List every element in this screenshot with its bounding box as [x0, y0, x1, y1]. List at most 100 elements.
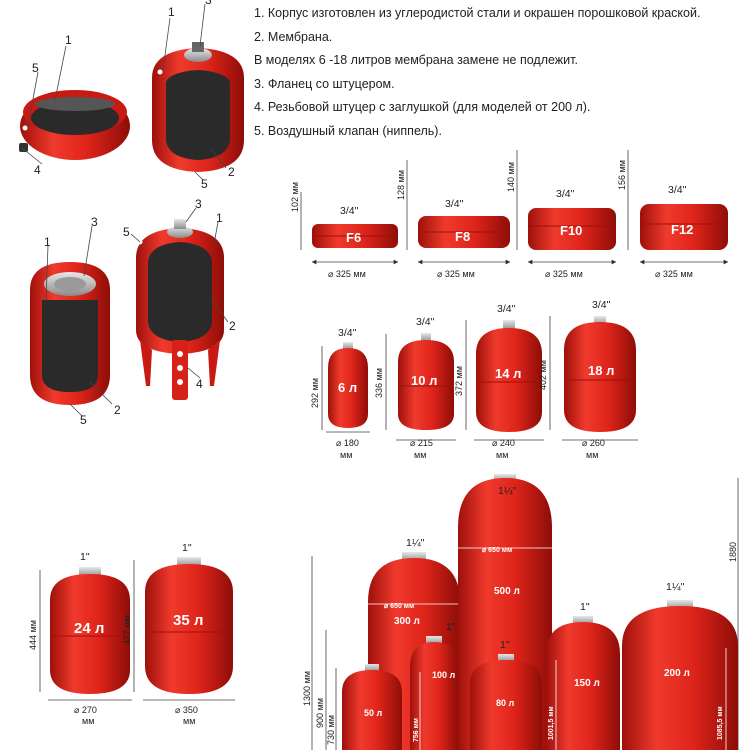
- flat-tank-height: 128 мм: [396, 170, 406, 200]
- callout-2: 2: [114, 403, 121, 417]
- flat-tank-connection: 3/4": [668, 184, 687, 196]
- callout-5: 5: [80, 413, 87, 427]
- mid-tank-connection: 1": [80, 551, 90, 563]
- large-tank-diameter: ⌀ 650 мм: [384, 603, 414, 610]
- small-tank-diameter: ⌀ 180: [336, 438, 359, 448]
- small-tank-unit: мм: [586, 450, 598, 460]
- large-tank-diameter: ⌀ 650 мм: [482, 547, 512, 554]
- small-tank-10: 336 мм 10 л 3/4" ⌀ 215 мм: [374, 316, 456, 460]
- small-tank-unit: мм: [340, 450, 352, 460]
- large-tank-connection: 1¼": [666, 581, 685, 593]
- small-tank-connection: 3/4": [416, 316, 435, 328]
- flat-tank-diameter: ⌀ 325 мм: [655, 269, 693, 279]
- flat-tank-f6: 102 мм F6 3/4" ⌀ 325 мм: [290, 182, 399, 279]
- large-tank-50: 50 л: [342, 664, 402, 750]
- large-tank-label: 300 л: [394, 616, 420, 627]
- small-tank-connection: 3/4": [497, 303, 516, 315]
- mid-tank-row: 444 мм 24 л 1" ⌀ 270 мм 427 мм 35 л 1" ⌀…: [28, 542, 235, 726]
- mid-tank-24: 444 мм 24 л 1" ⌀ 270 мм: [28, 551, 132, 726]
- mid-tank-unit: мм: [82, 716, 94, 726]
- large-tank-label: 200 л: [664, 668, 690, 679]
- flat-tank-label: F8: [455, 229, 470, 244]
- callout-3: 3: [205, 0, 212, 7]
- large-height-1880: 1880: [728, 542, 738, 562]
- large-height-730: 730 мм: [326, 715, 336, 745]
- large-tank-label: 100 л: [432, 670, 456, 680]
- small-tank-diameter: ⌀ 215: [410, 438, 433, 448]
- legend-line-1: 1. Корпус изготовлен из углеродистой ста…: [254, 6, 701, 20]
- flange-icon: [184, 48, 212, 62]
- small-tank-height: 372 мм: [454, 366, 464, 396]
- callout-1: 1: [44, 235, 51, 249]
- flat-tank-f12: 156 мм F12 3/4" ⌀ 325 мм: [617, 150, 729, 279]
- flat-tank-connection: 3/4": [556, 188, 575, 200]
- small-tank-diameter: ⌀ 260: [582, 438, 605, 448]
- small-tank-unit: мм: [496, 450, 508, 460]
- small-tank-diameter: ⌀ 240: [492, 438, 515, 448]
- large-tank-connection: 1": [580, 601, 590, 613]
- large-tank-height: 1085,5 мм: [717, 706, 724, 740]
- cutaway-tall-tank: [136, 219, 224, 400]
- mid-tank-35: 427 мм 35 л 1" ⌀ 350 мм: [122, 542, 235, 726]
- small-tank-height: 336 мм: [374, 368, 384, 398]
- small-tank-height: 292 мм: [310, 378, 320, 408]
- flat-tank-height: 140 мм: [506, 162, 516, 192]
- legend-line-2: 2. Мембрана.: [254, 29, 333, 44]
- flat-tank-row: 102 мм F6 3/4" ⌀ 325 мм 128 мм F8 3/4" ⌀…: [290, 150, 729, 279]
- flat-tank-f8: 128 мм F8 3/4" ⌀ 325 мм: [396, 160, 511, 279]
- callout-1: 1: [65, 33, 72, 47]
- flat-tank-connection: 3/4": [340, 205, 359, 217]
- mid-tank-unit: мм: [183, 716, 195, 726]
- large-tank-100: 100 л 1" 756 мм: [410, 621, 458, 750]
- large-tank-label: 500 л: [494, 586, 520, 597]
- large-tank-connection: 1¼": [498, 485, 517, 497]
- legend-line-5: 4. Резьбовой штуцер с заглушкой (для мод…: [254, 100, 591, 114]
- cutaway-flat-tank: [19, 90, 130, 160]
- mid-tank-connection: 1": [182, 542, 192, 554]
- callout-lines: [21, 3, 229, 417]
- large-tank-150: 150 л 1" 1001,5 мм: [546, 601, 620, 750]
- flat-tank-f10: 140 мм F10 3/4" ⌀ 325 мм: [506, 150, 617, 279]
- callout-5: 5: [123, 225, 130, 239]
- small-tank-label: 14 л: [495, 366, 521, 381]
- large-height-1300: 1300 мм: [302, 671, 312, 706]
- large-tank-connection: 1": [500, 639, 510, 651]
- callout-numbers: 1 5 4 1 3 2 5 1 3 2 5 5 3 1 2 4: [32, 0, 236, 427]
- mid-tank-label: 24 л: [74, 620, 104, 637]
- callout-5: 5: [201, 177, 208, 191]
- large-tank-label: 50 л: [364, 708, 383, 718]
- flat-tank-height: 102 мм: [290, 182, 300, 212]
- callout-1: 1: [216, 211, 223, 225]
- small-tank-6: 292 мм 6 л 3/4" ⌀ 180 мм: [310, 327, 370, 460]
- legend-line-4: 3. Фланец со штуцером.: [254, 76, 395, 91]
- callout-4: 4: [196, 377, 203, 391]
- flat-tank-diameter: ⌀ 325 мм: [328, 269, 366, 279]
- small-tank-18: 402 мм 18 л 3/4" ⌀ 260 мм: [538, 299, 638, 460]
- flat-tank-diameter: ⌀ 325 мм: [437, 269, 475, 279]
- cutaway-round-tank: [30, 262, 110, 405]
- flat-tank-label: F12: [671, 222, 693, 237]
- flat-tank-height: 156 мм: [617, 160, 627, 190]
- mid-tank-height: 444 мм: [28, 620, 38, 650]
- small-tank-unit: мм: [414, 450, 426, 460]
- small-tank-label: 10 л: [411, 373, 437, 388]
- small-tank-connection: 3/4": [338, 327, 357, 339]
- callout-2: 2: [228, 165, 235, 179]
- large-tank-height: 1001,5 мм: [548, 706, 555, 740]
- large-tank-connection: 1¼": [406, 537, 425, 549]
- callout-4: 4: [34, 163, 41, 177]
- callout-2: 2: [229, 319, 236, 333]
- mid-tank-diameter: ⌀ 350: [175, 705, 198, 715]
- large-tank-200: 200 л 1¼" 1085,5 мм: [622, 581, 738, 750]
- callout-1: 1: [168, 5, 175, 19]
- large-tank-group: 1300 мм 900 мм 730 мм 1880 ⌀ 650 мм 300 …: [302, 474, 739, 750]
- mid-tank-label: 35 л: [173, 612, 203, 629]
- flat-tank-label: F10: [560, 223, 582, 238]
- legend-line-3: В моделях 6 -18 литров мембрана замене н…: [254, 53, 578, 67]
- flat-tank-connection: 3/4": [445, 198, 464, 210]
- large-tank-connection: 1": [446, 621, 456, 633]
- legend-line-6: 5. Воздушный клапан (ниппель).: [254, 123, 442, 138]
- small-tank-connection: 3/4": [592, 299, 611, 311]
- large-tank-label: 80 л: [496, 698, 515, 708]
- nipple-icon: [19, 143, 28, 152]
